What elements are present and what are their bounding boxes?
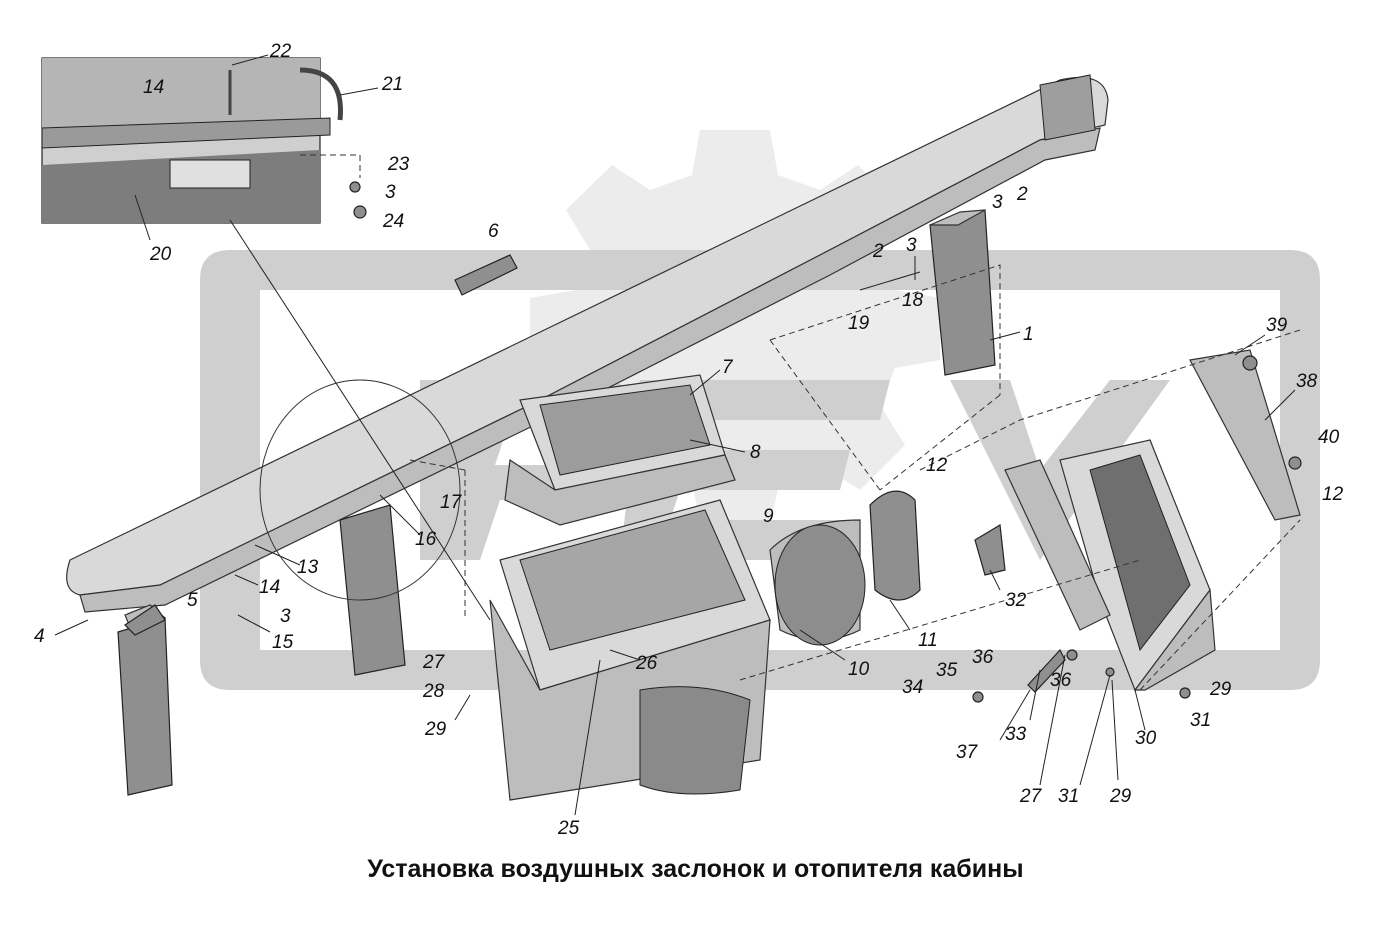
- callout-31: 31: [1058, 786, 1079, 807]
- callout-28: 28: [422, 681, 445, 702]
- callout-9: 9: [763, 506, 774, 527]
- callout-33: 33: [1005, 724, 1027, 745]
- callout-29: 29: [1209, 679, 1232, 700]
- callout-35: 35: [936, 660, 958, 681]
- callout-37: 37: [956, 742, 979, 763]
- callout-1: 1: [1023, 324, 1034, 345]
- callout-7: 7: [722, 357, 734, 378]
- callout-3: 3: [280, 606, 291, 627]
- callout-20: 20: [149, 244, 172, 265]
- callout-17: 17: [440, 492, 463, 513]
- figure-caption: Установка воздушных заслонок и отопителя…: [367, 855, 1024, 883]
- reference-circle: [259, 379, 461, 601]
- callout-39: 39: [1266, 315, 1288, 336]
- callout-3: 3: [992, 192, 1003, 213]
- callout-2: 2: [872, 241, 884, 262]
- callout-21: 21: [381, 74, 403, 95]
- callout-26: 26: [635, 653, 658, 674]
- inset-detail-view: [41, 57, 343, 224]
- callout-19: 19: [848, 313, 870, 334]
- callout-25: 25: [557, 818, 580, 839]
- callout-36: 36: [972, 647, 994, 668]
- callout-14: 14: [143, 77, 164, 98]
- callout-5: 5: [187, 590, 198, 611]
- callout-24: 24: [382, 211, 404, 232]
- callout-4: 4: [34, 626, 45, 647]
- callout-6: 6: [488, 221, 499, 242]
- callout-16: 16: [415, 529, 437, 550]
- grille-6: [454, 254, 518, 296]
- callout-22: 22: [269, 41, 292, 62]
- callout-30: 30: [1135, 728, 1157, 749]
- vertical-duct-center: [339, 504, 406, 676]
- callout-3: 3: [385, 182, 396, 203]
- callout-34: 34: [902, 677, 923, 698]
- callout-3: 3: [906, 235, 917, 256]
- callout-36: 36: [1050, 670, 1072, 691]
- callout-38: 38: [1296, 371, 1318, 392]
- callout-27: 27: [422, 652, 446, 673]
- bracket-38: [1189, 349, 1301, 521]
- leader-lines: [54, 54, 1296, 816]
- assembly-guide-lines: [300, 154, 1301, 691]
- callout-31: 31: [1190, 710, 1211, 731]
- vertical-duct-1: [929, 209, 996, 376]
- callout-29: 29: [424, 719, 447, 740]
- callout-labels: 22 14 21 23 3 24 20 3 2 2 3 6 18 19 1 39…: [34, 41, 1344, 839]
- callout-2: 2: [1016, 184, 1028, 205]
- callout-32: 32: [1005, 590, 1027, 611]
- callout-29: 29: [1109, 786, 1132, 807]
- heater-unit-9: [489, 499, 771, 801]
- callout-15: 15: [272, 632, 294, 653]
- callout-8: 8: [750, 442, 761, 463]
- flange-11: [869, 490, 921, 601]
- mounting-frame-30: [1059, 439, 1216, 692]
- clamp-plate: [1004, 459, 1111, 631]
- callout-10: 10: [848, 659, 870, 680]
- fan-housing-10: [769, 519, 866, 646]
- callout-12: 12: [926, 455, 948, 476]
- air-intake-box-7: [504, 374, 736, 526]
- callout-18: 18: [902, 290, 924, 311]
- callout-23: 23: [387, 154, 410, 175]
- callout-40: 40: [1318, 427, 1340, 448]
- callout-13: 13: [297, 557, 319, 578]
- callout-12: 12: [1322, 484, 1344, 505]
- callout-11: 11: [918, 630, 938, 651]
- vertical-duct-left: [117, 604, 173, 796]
- callout-14: 14: [259, 577, 280, 598]
- callout-27: 27: [1019, 786, 1043, 807]
